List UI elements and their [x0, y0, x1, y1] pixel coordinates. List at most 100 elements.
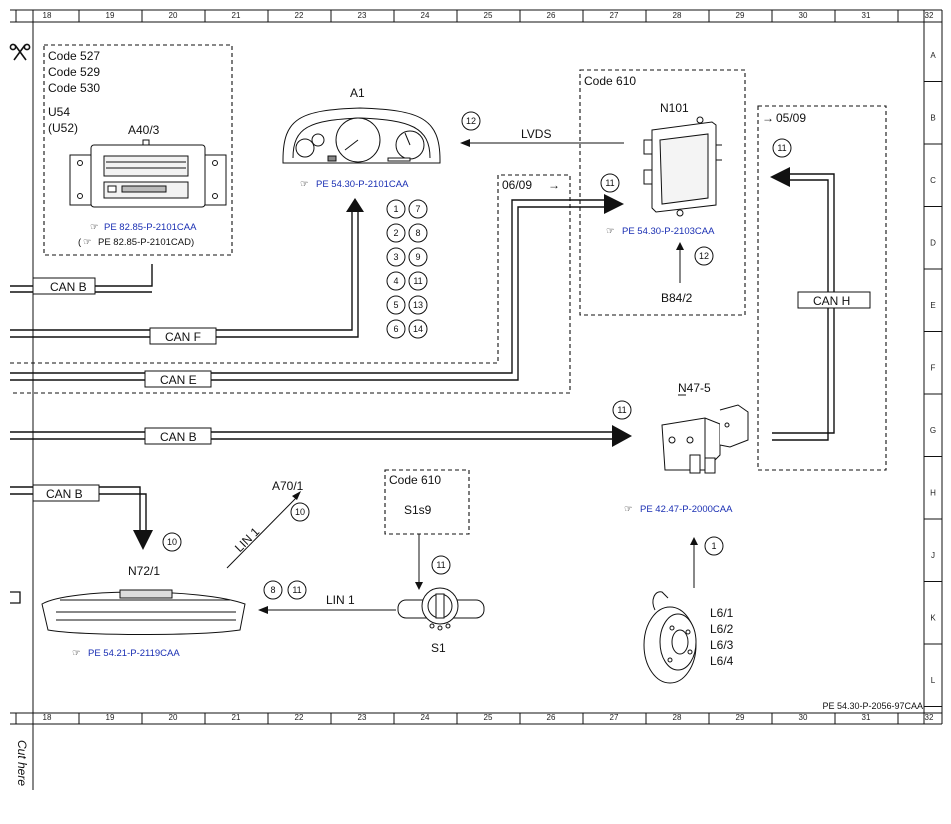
codes-box-a40: [43, 44, 233, 256]
n47-5-ref-link[interactable]: PE 42.47-P-2000CAA: [640, 504, 733, 515]
grid-column-label: 20: [169, 11, 178, 20]
s1-ref-circle: 11: [431, 555, 451, 575]
a70-ref-circle: 10: [290, 502, 310, 522]
grid-column-label: 20: [169, 713, 178, 722]
a1-ref-link[interactable]: PE 54.30-P-2101CAA: [316, 179, 409, 190]
can-b-mid-label: CAN B: [160, 430, 197, 444]
lin1-label: LIN 1: [326, 593, 355, 607]
right-arrow-icon: →: [548, 178, 560, 192]
svg-text:11: 11: [617, 405, 626, 415]
code610-box-s1: [384, 469, 470, 535]
svg-text:11: 11: [413, 276, 422, 286]
grid-column-label: 29: [736, 11, 745, 20]
grid-column-label: 32: [925, 11, 934, 20]
svg-text:13: 13: [413, 300, 423, 310]
light-switch-icon: [397, 587, 485, 631]
right-arrow-icon: [612, 425, 632, 447]
code610-label: Code 610: [584, 74, 636, 88]
grid-column-label: 28: [673, 11, 682, 20]
left-arrow-icon: [770, 167, 790, 187]
svg-text:11: 11: [605, 178, 614, 188]
a1-pin-circle: 3: [386, 247, 406, 267]
u54-label: U54: [48, 105, 70, 119]
arrow-0509-label: 05/09: [776, 111, 806, 125]
grid-row-label: D: [930, 239, 936, 248]
svg-text:3: 3: [393, 252, 398, 262]
grid-column-label: 18: [43, 713, 52, 722]
svg-text:5: 5: [393, 300, 398, 310]
down-arrow-icon: [133, 530, 153, 550]
svg-text:10: 10: [295, 507, 305, 517]
grid-row-label: G: [930, 426, 936, 435]
bus-lines: [10, 142, 871, 611]
a40-3-ref-link-alt[interactable]: PE 82.85-P-2101CAD): [98, 237, 194, 248]
l6-3-label: L6/3: [710, 638, 734, 652]
lvds-label: LVDS: [521, 127, 551, 141]
grid-column-label: 21: [232, 11, 241, 20]
a40-3-ref-link[interactable]: PE 82.85-P-2101CAA: [104, 222, 197, 233]
n101-ref-link[interactable]: PE 54.30-P-2103CAA: [622, 226, 715, 237]
abs-hydraulic-unit-icon: [661, 404, 749, 474]
scissors-icon: [9, 43, 31, 61]
up-arrow-icon: [346, 198, 364, 212]
arrowheads: [133, 139, 790, 614]
grid-row-label: F: [931, 364, 936, 373]
grid-column-label: 19: [106, 11, 115, 20]
grid-column-label: 28: [673, 713, 682, 722]
svg-text:6: 6: [393, 324, 398, 334]
u52-label: (U52): [48, 121, 78, 135]
right-arrow-icon: [604, 194, 624, 214]
grid-column-label: 31: [862, 11, 871, 20]
a40-3-unit: A40/3 ☞ PE 82.85-P-2101CAA ( ☞ PE 82.85-…: [69, 123, 227, 248]
svg-text:12: 12: [699, 251, 709, 261]
a40-3-radio-icon: [69, 139, 227, 208]
grid-column-label: 30: [799, 11, 808, 20]
grid-column-label: 27: [610, 713, 619, 722]
s1s9-label: S1s9: [404, 503, 432, 517]
svg-text:8: 8: [270, 585, 275, 595]
manual-pointer-icon: ☞: [90, 222, 99, 233]
box-0609: [10, 174, 571, 394]
svg-text:1: 1: [393, 204, 398, 214]
left-arrow-icon: [460, 139, 470, 147]
left-arrow-icon: [258, 606, 268, 614]
arrow-0609-label: 06/09: [502, 178, 532, 192]
a1-pin-circle: 1: [386, 199, 406, 219]
grid-column-label: 32: [925, 713, 934, 722]
a1-pin-circle: 4: [386, 271, 406, 291]
grid-row-label: J: [931, 551, 935, 560]
grid-row-label: H: [930, 489, 936, 498]
grid-column-label: 27: [610, 11, 619, 20]
code-label: Code 530: [48, 81, 100, 95]
n72-1-ref-link[interactable]: PE 54.21-P-2119CAA: [88, 648, 180, 659]
grid-column-label: 22: [295, 11, 304, 20]
a1-pin-circle: 13: [408, 295, 428, 315]
n47-5-unit: N47-5 ☞ PE 42.47-P-2000CAA: [624, 381, 749, 515]
canh-ref-circle: 11: [772, 138, 792, 158]
code-label: Code 527: [48, 49, 100, 63]
a40-3-label: A40/3: [128, 123, 160, 137]
n101-ref-circle: 11: [600, 173, 620, 193]
svg-text:14: 14: [413, 324, 423, 334]
svg-text:7: 7: [415, 204, 420, 214]
up-right-arrow-icon: [292, 491, 301, 500]
right-arrow-icon: →: [762, 111, 774, 125]
svg-text:9: 9: [415, 252, 420, 262]
wheel-ref-circle: 1: [704, 536, 724, 556]
b84-2-label: B84/2: [661, 291, 693, 305]
can-e-label: CAN E: [160, 373, 197, 387]
grid-row-label: C: [930, 176, 936, 185]
svg-text:11: 11: [292, 585, 301, 595]
grid-column-label: 22: [295, 713, 304, 722]
diagram-frame: [10, 9, 943, 790]
paren-open: (: [78, 237, 82, 248]
l6-4-label: L6/4: [710, 654, 734, 668]
n72-ref-circle: 10: [162, 532, 182, 552]
grid-column-label: 21: [232, 713, 241, 722]
n101-label: N101: [660, 101, 689, 115]
wheel-speed-sensor: L6/1 L6/2 L6/3 L6/4: [643, 591, 734, 684]
lin1-diagonal-label: LIN 1: [232, 524, 262, 554]
down-arrow-icon: [415, 582, 423, 590]
